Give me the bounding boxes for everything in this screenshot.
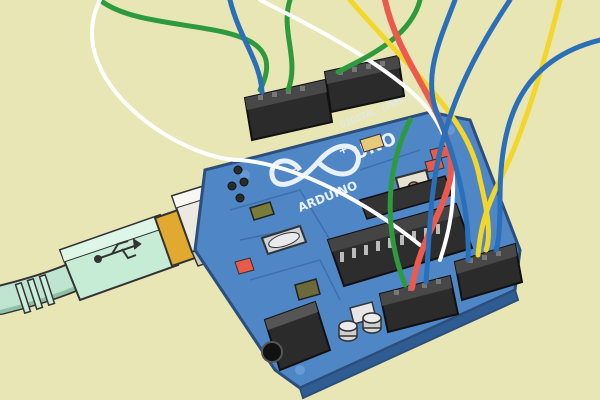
- usb-symbol-icon: [94, 237, 142, 263]
- logo-plus-sign: +: [336, 142, 349, 158]
- jumper-wires: [90, 0, 600, 291]
- pin-headers: [243, 54, 524, 334]
